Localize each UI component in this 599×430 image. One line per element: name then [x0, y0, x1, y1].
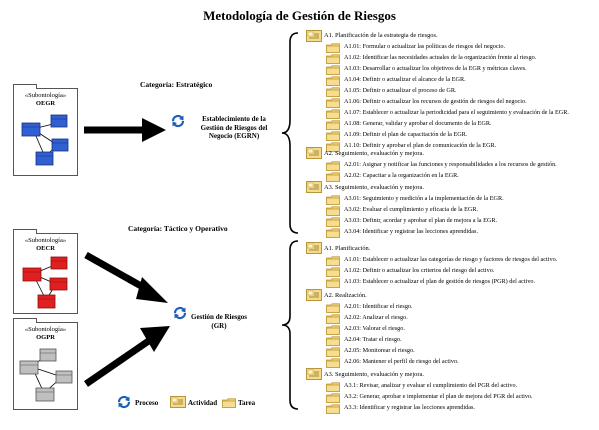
- package-oecr: «Subontología» OECR: [13, 229, 78, 314]
- folder-icon: [326, 314, 340, 324]
- brace-gr: [281, 240, 299, 410]
- egrn-task: A3.04: Identificar y registrar las lecci…: [344, 228, 479, 235]
- arrow-ogpr-to-gr: [84, 326, 170, 387]
- activity-icon: [306, 242, 322, 254]
- process-egrn-icon: [170, 113, 186, 129]
- gr-activity-a3-header: A3. Seguimiento, evaluación y mejora.: [324, 371, 424, 378]
- diagram-title: Metodología de Gestión de Riesgos: [203, 8, 396, 23]
- gr-task: A2.01: Identificar el riesgo.: [344, 303, 413, 310]
- gr-activity-a1-header: A1. Planificación.: [324, 245, 371, 252]
- folder-icon: [326, 54, 340, 64]
- gr-task: A1.03: Establecer o actualizar el plan d…: [344, 278, 536, 285]
- package-ogpr: «Subontología» OGPR: [13, 318, 78, 410]
- folder-icon: [326, 65, 340, 75]
- folder-icon: [326, 404, 340, 414]
- package-oecr-name: OECR: [36, 245, 55, 252]
- folder-icon: [326, 347, 340, 357]
- folder-icon: [326, 76, 340, 86]
- legend-activity-icon: [170, 396, 186, 408]
- gr-task: A2.04: Tratar el riesgo.: [344, 336, 402, 343]
- egrn-task: A2.01: Asignar y notificar las funciones…: [344, 161, 557, 168]
- egrn-activity-a3-header: A3. Seguimiento, evaluación y mejora.: [324, 184, 424, 191]
- folder-icon: [326, 325, 340, 335]
- oegr-class-diagram: [21, 114, 69, 166]
- legend-process-label: Proceso: [135, 399, 159, 407]
- package-oegr: «Subontología» OEGR: [13, 84, 78, 176]
- folder-icon: [326, 256, 340, 266]
- egrn-task: A1.01: Formular o actualizar las polític…: [344, 43, 506, 50]
- folder-icon: [326, 98, 340, 108]
- package-oegr-name: OEGR: [35, 100, 56, 107]
- folder-icon: [326, 382, 340, 392]
- egrn-task: A1.06: Definir o actualizar los recursos…: [344, 98, 527, 105]
- gr-task: A3.2: Generar, aprobar e implementar el …: [344, 393, 533, 400]
- folder-icon: [326, 161, 340, 171]
- category-strategic-label: Categoría: Estratégico: [140, 80, 213, 89]
- folder-icon: [326, 336, 340, 346]
- folder-icon: [326, 267, 340, 277]
- gr-task: A2.05: Monitorear el riesgo.: [344, 347, 415, 354]
- folder-icon: [326, 358, 340, 368]
- legend-task-icon: [222, 398, 236, 408]
- category-tactical-label: Categoría: Táctico y Operativo: [128, 224, 228, 233]
- package-oecr-stereotype: «Subontología»: [24, 237, 67, 244]
- activity-icon: [306, 368, 322, 380]
- gr-task: A2.03: Valorar el riesgo.: [344, 325, 405, 332]
- egrn-task: A1.08: Generar, validar y aprobar el doc…: [344, 120, 492, 127]
- folder-icon: [326, 172, 340, 182]
- process-egrn-label: Establecimiento de la Gestión de Riesgos…: [200, 115, 268, 140]
- legend-task-label: Tarea: [238, 399, 256, 407]
- gr-task: A2.02: Analizar el riesgo.: [344, 314, 408, 321]
- folder-icon: [326, 217, 340, 227]
- ogpr-class-diagram: [19, 348, 73, 402]
- egrn-activity-a2-header: A2. Seguimiento, evaluación y mejora.: [324, 150, 424, 157]
- egrn-task: A2.02: Capacitar a la organización en la…: [344, 172, 459, 179]
- folder-icon: [326, 195, 340, 205]
- gr-activity-a2-header: A2. Realización.: [324, 292, 367, 299]
- folder-icon: [326, 228, 340, 238]
- package-ogpr-name: OGPR: [36, 334, 55, 341]
- egrn-task: A3.01: Seguimiento y medición a la imple…: [344, 195, 504, 202]
- egrn-task: A1.07: Establecer o actualizar la period…: [344, 109, 569, 116]
- folder-icon: [326, 303, 340, 313]
- gr-task: A3.3: Identificar y registrar las leccio…: [344, 404, 475, 411]
- activity-icon: [306, 30, 322, 42]
- brace-egrn: [281, 32, 299, 234]
- activity-icon: [306, 289, 322, 301]
- egrn-task: A1.03: Desarrollar o actualizar los obje…: [344, 65, 527, 72]
- egrn-task: A1.04: Definir o actualizar el alcance d…: [344, 76, 466, 83]
- folder-icon: [326, 278, 340, 288]
- egrn-task: A1.10: Definir y aprobar el plan de comu…: [344, 142, 497, 149]
- gr-task: A3.1: Revisar, analizar y evaluar el cum…: [344, 382, 518, 389]
- activity-icon: [306, 147, 322, 159]
- activity-icon: [306, 181, 322, 193]
- folder-icon: [326, 109, 340, 119]
- gr-task: A2.06: Mantener el perfil de riesgo del …: [344, 358, 459, 365]
- folder-icon: [326, 120, 340, 130]
- egrn-task: A1.05: Definir o actualizar el proceso d…: [344, 87, 457, 94]
- egrn-activity-a1-header: A1. Planificación de la estrategia de ri…: [324, 32, 438, 39]
- egrn-task: A1.02: Identificar las necesidades actua…: [344, 54, 537, 61]
- gr-task: A1.01: Establecer o actualizar las categ…: [344, 256, 558, 263]
- folder-icon: [326, 206, 340, 216]
- egrn-task: A3.03: Definir, acordar y aprobar el pla…: [344, 217, 498, 224]
- folder-icon: [326, 87, 340, 97]
- package-oegr-stereotype: «Subontología»: [24, 92, 67, 99]
- egrn-task: A3.02: Evaluar el cumplimiento y eficaci…: [344, 206, 479, 213]
- folder-icon: [326, 131, 340, 141]
- gr-task: A1.02: Definir o actualizar los criterio…: [344, 267, 495, 274]
- egrn-task: A1.09: Definir el plan de capacitación d…: [344, 131, 468, 138]
- arrow-oecr-to-gr: [84, 251, 168, 303]
- arrow-oegr-to-egrn: [84, 118, 166, 142]
- legend-process-icon: [116, 394, 132, 410]
- folder-icon: [326, 43, 340, 53]
- legend-activity-label: Actividad: [188, 399, 218, 407]
- process-gr-label: Gestión de Riesgos (GR): [191, 313, 247, 330]
- package-ogpr-stereotype: «Subontología»: [24, 326, 67, 333]
- folder-icon: [326, 393, 340, 403]
- oecr-class-diagram: [22, 256, 68, 309]
